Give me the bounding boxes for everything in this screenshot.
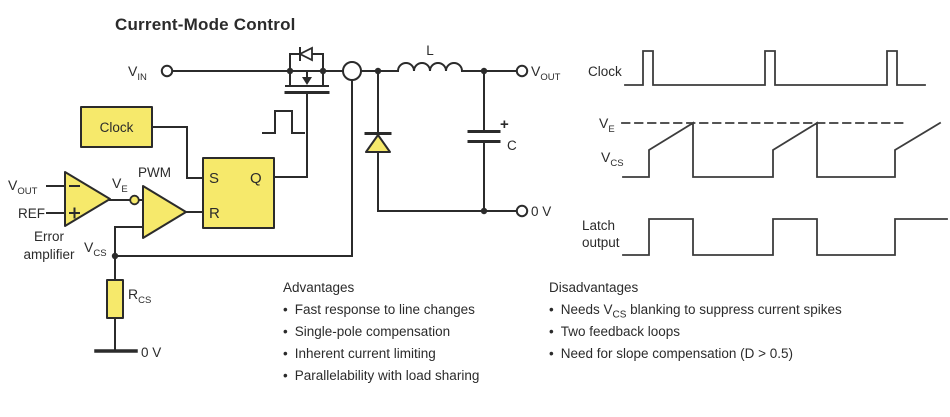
pwm-inverting-bubble-icon [129, 194, 140, 206]
error-amplifier-icon [64, 171, 111, 227]
error-amp-input-wires [46, 185, 66, 214]
advantage-text: Single-pole compensation [294, 324, 451, 339]
ref-label: REF [18, 206, 45, 221]
current-sense-wire [114, 79, 353, 257]
opamp-polarity-group [69, 185, 80, 219]
gate-drive-wire [273, 93, 308, 178]
advantages-list: Advantages • Fast response to line change… [283, 277, 479, 387]
disadvantage-text: blanking to suppress current spikes [626, 302, 842, 317]
vin-terminal-icon [160, 64, 174, 78]
advantage-text: Parallelability with load sharing [294, 368, 480, 383]
disadvantages-list: Disadvantages • Needs VCS blanking to sup… [549, 277, 842, 365]
list-item: • Two feedback loops [549, 321, 842, 343]
capacitor-plates-icon [467, 130, 501, 143]
ve-label: VE [112, 175, 128, 195]
vcs-ramp-waveform-trace [622, 121, 942, 178]
vout-input-label: VOUT [8, 177, 38, 197]
advantages-title: Advantages [283, 280, 355, 295]
sr-latch-block [202, 157, 275, 229]
vcs-to-pwm-wire [114, 226, 144, 257]
bullet-icon: • [549, 302, 554, 317]
advantage-text: Fast response to line changes [294, 302, 475, 317]
inductor-label: L [426, 43, 434, 58]
capacitor-plus-label: + [500, 116, 509, 133]
clock-block [80, 106, 153, 148]
waveform-latch-label-1: Latch [582, 218, 615, 233]
latch-output-waveform-trace [622, 218, 948, 256]
list-item: • Parallelability with load sharing [283, 365, 479, 387]
junction-dot [319, 67, 327, 75]
waveform-ve-label: VE [599, 115, 615, 135]
bullet-icon: • [283, 302, 288, 317]
waveform-vcs-label: VCS [601, 149, 624, 169]
list-item: • Fast response to line changes [283, 299, 479, 321]
list-item: • Need for slope compensation (D > 0.5) [549, 343, 842, 365]
vout-terminal-label: VOUT [531, 63, 561, 83]
yellow-components-group [64, 106, 391, 319]
vout-terminal-icon [515, 64, 529, 78]
disadvantages-title: Disadvantages [549, 280, 639, 295]
error-amp-caption-2: amplifier [23, 247, 75, 262]
latch-q-label: Q [250, 170, 262, 187]
bullet-icon: • [549, 346, 554, 361]
bullet-icon: • [283, 346, 288, 361]
junction-dot [480, 67, 488, 75]
rcs-label: RCS [128, 286, 151, 306]
vcs-label: VCS [84, 239, 107, 259]
latch-r-label: R [209, 205, 220, 222]
latch-s-label: S [209, 170, 219, 187]
mosfet-arrow-icon [302, 77, 312, 85]
disadvantage-text: Need for slope compensation (D > 0.5) [560, 346, 793, 361]
bullet-icon: • [283, 368, 288, 383]
junction-dots-group [111, 67, 488, 260]
waveform-latch-label-2: output [582, 235, 620, 250]
current-sensor-icon [342, 61, 362, 81]
advantage-text: Inherent current limiting [294, 346, 436, 361]
error-amp-caption-1: Error [34, 229, 65, 244]
vin-label: VIN [128, 63, 147, 83]
junction-dot [286, 67, 294, 75]
junction-dot [480, 207, 488, 215]
disadvantage-text: Two feedback loops [560, 324, 681, 339]
bullet-icon: • [283, 324, 288, 339]
terminals-group [160, 61, 529, 218]
list-item: • Single-pole compensation [283, 321, 479, 343]
bullet-icon: • [549, 324, 554, 339]
junction-dot [111, 252, 119, 260]
waveform-traces-group [621, 50, 948, 256]
inductor-symbol [396, 62, 464, 73]
disadvantage-text: Needs V [560, 302, 613, 317]
junction-dot [374, 67, 382, 75]
gnd-right-label: 0 V [531, 204, 551, 219]
waveform-clock-label: Clock [588, 64, 622, 79]
list-item: • Needs VCS blanking to suppress current … [549, 299, 842, 321]
clock-block-label: Clock [100, 120, 134, 135]
list-item: • Inherent current limiting [283, 343, 479, 365]
circuit-wires-group [46, 47, 518, 353]
plus-input-icon [69, 207, 80, 219]
body-diode-icon [297, 46, 313, 62]
clock-waveform-trace [624, 50, 926, 86]
clock-to-latch-wire [151, 126, 204, 179]
pwm-comparator-icon [142, 185, 187, 239]
zero-volt-terminal-icon [515, 204, 529, 218]
disadvantage-text-sub: CS [612, 309, 627, 321]
gnd-left-label: 0 V [141, 345, 161, 360]
capacitor-label: C [507, 138, 517, 153]
freewheel-diode-icon [365, 134, 391, 153]
gate-pulse-icon [262, 110, 305, 134]
pwm-label: PWM [138, 165, 171, 180]
diagram-title: Current-Mode Control [115, 15, 296, 34]
rcs-resistor-icon [106, 279, 124, 319]
